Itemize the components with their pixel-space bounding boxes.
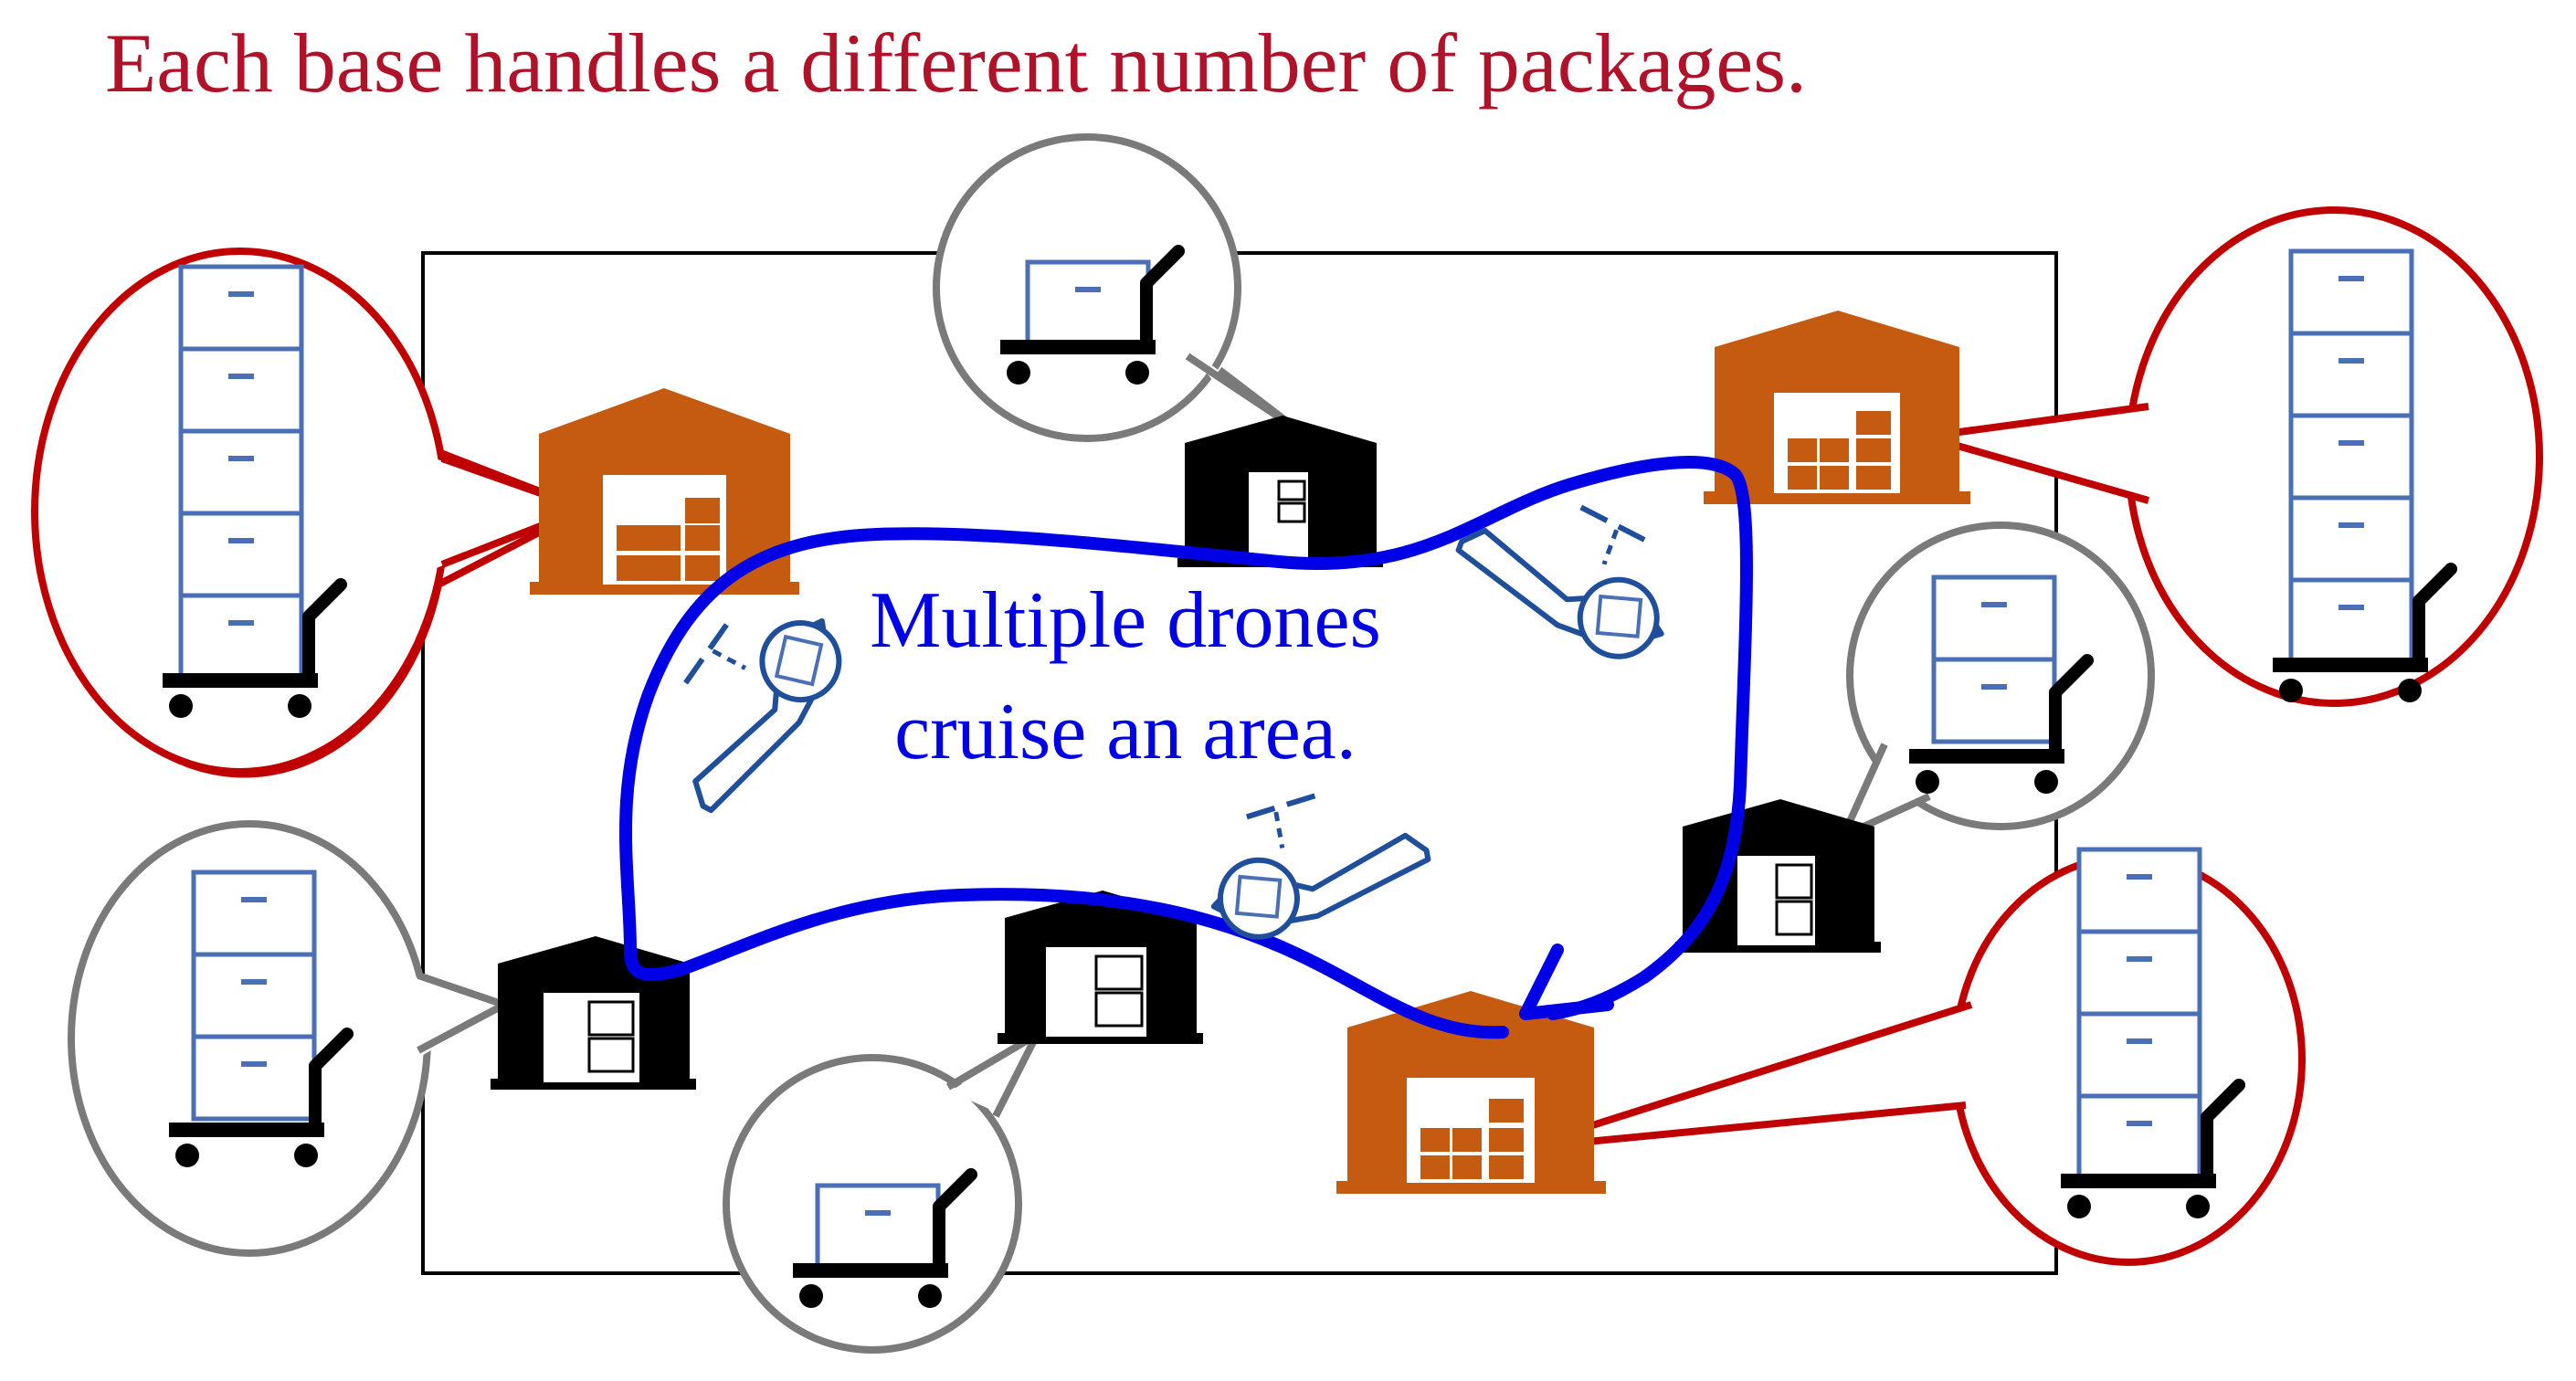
package-icon <box>2291 580 2412 662</box>
warehouse-large-icon <box>1336 991 1606 1194</box>
package-icon <box>194 954 314 1037</box>
drone-icon <box>1455 504 1664 659</box>
warehouse-small-icon <box>491 936 696 1090</box>
callout-red-bottom-right <box>1519 849 2306 1266</box>
callout-red-top-left <box>31 248 596 778</box>
callout-gray-bottom-center <box>723 1025 1046 1354</box>
package-icon <box>2079 1014 2200 1096</box>
warehouse-small-icon <box>998 891 1203 1044</box>
drone-icon <box>683 617 842 814</box>
warehouse-small-icon <box>1177 416 1383 567</box>
area-label-line2: cruise an area. <box>894 688 1357 776</box>
package-icon <box>2291 498 2412 580</box>
warehouse-small-icon <box>1675 799 1881 953</box>
callout-red-top-right <box>1924 206 2543 703</box>
arrowhead-icon <box>1519 944 1614 1020</box>
package-stack <box>194 872 314 1119</box>
package-icon <box>181 513 301 596</box>
package-icon <box>181 596 301 678</box>
package-stack <box>1934 577 2054 742</box>
package-icon <box>1934 659 2054 742</box>
callout-gray-bottom-left <box>68 820 514 1257</box>
warehouse-large-icon <box>1704 311 1970 504</box>
package-icon <box>2291 251 2412 333</box>
package-icon <box>181 431 301 513</box>
drone-icon <box>1210 793 1431 940</box>
package-stack <box>181 267 301 678</box>
package-icon <box>2079 849 2200 932</box>
callout-gray-top-center <box>933 133 1300 442</box>
package-icon <box>181 267 301 349</box>
package-icon <box>194 1037 314 1119</box>
package-stack <box>2291 251 2412 662</box>
package-icon <box>818 1186 938 1268</box>
package-icon <box>2079 932 2200 1014</box>
area-label-line1: Multiple drones <box>870 576 1381 665</box>
callout-gray-mid-right <box>1835 522 2155 844</box>
package-icon <box>194 872 314 954</box>
package-icon <box>1028 262 1148 344</box>
package-icon <box>2079 1096 2200 1178</box>
drone-cruise-area-outline <box>619 456 1753 1039</box>
package-icon <box>2291 333 2412 416</box>
package-icon <box>181 349 301 431</box>
warehouse-large-icon <box>530 388 799 595</box>
package-icon <box>2291 416 2412 498</box>
package-stack <box>2079 849 2200 1178</box>
diagram-title: Each base handles a different number of … <box>105 16 1807 110</box>
package-icon <box>1934 577 2054 659</box>
